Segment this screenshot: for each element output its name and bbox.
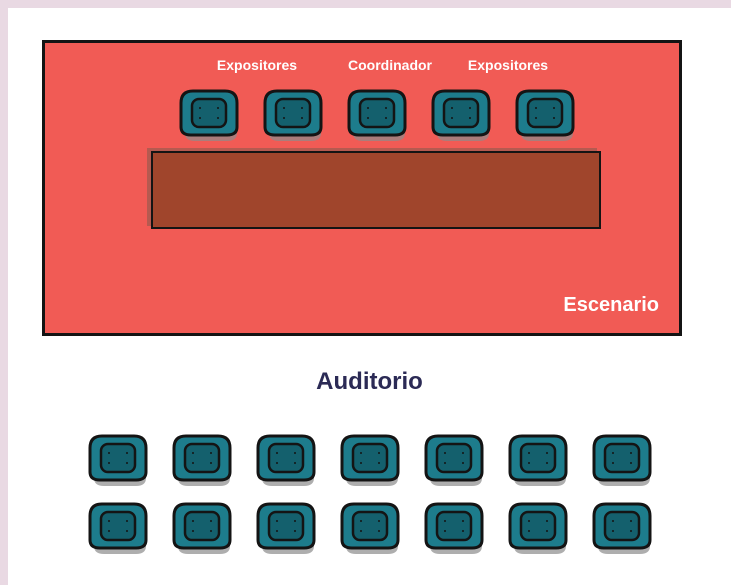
auditorium-title: Auditorio <box>316 368 423 395</box>
auditorium-seat <box>88 500 148 554</box>
speaker-seat <box>515 87 575 141</box>
speaker-seat <box>431 87 491 141</box>
speaker-label-left: Expositores <box>216 57 298 73</box>
auditorium-seat <box>172 432 232 486</box>
auditorium-seat <box>592 432 652 486</box>
stage-label: Escenario <box>563 294 659 316</box>
auditorium-seat <box>88 432 148 486</box>
coordinator-label: Coordinador <box>348 57 432 73</box>
auditorium-seat <box>172 500 232 554</box>
auditorium-seat <box>592 500 652 554</box>
auditorium-seat <box>424 432 484 486</box>
auditorium-seat <box>508 432 568 486</box>
auditorium-seat <box>256 500 316 554</box>
auditorium-seat <box>340 432 400 486</box>
speaker-seat <box>263 87 323 141</box>
speaker-table <box>151 151 601 229</box>
speaker-seat <box>347 87 407 141</box>
speaker-seat <box>179 87 239 141</box>
seating-diagram: Expositores Coordinador Expositores Esce… <box>8 8 731 585</box>
auditorium-seat <box>256 432 316 486</box>
auditorium-seat <box>424 500 484 554</box>
auditorium-seat <box>508 500 568 554</box>
speaker-label-right: Expositores <box>467 57 549 73</box>
auditorium-seat <box>340 500 400 554</box>
stage: Expositores Coordinador Expositores Esce… <box>42 40 682 336</box>
